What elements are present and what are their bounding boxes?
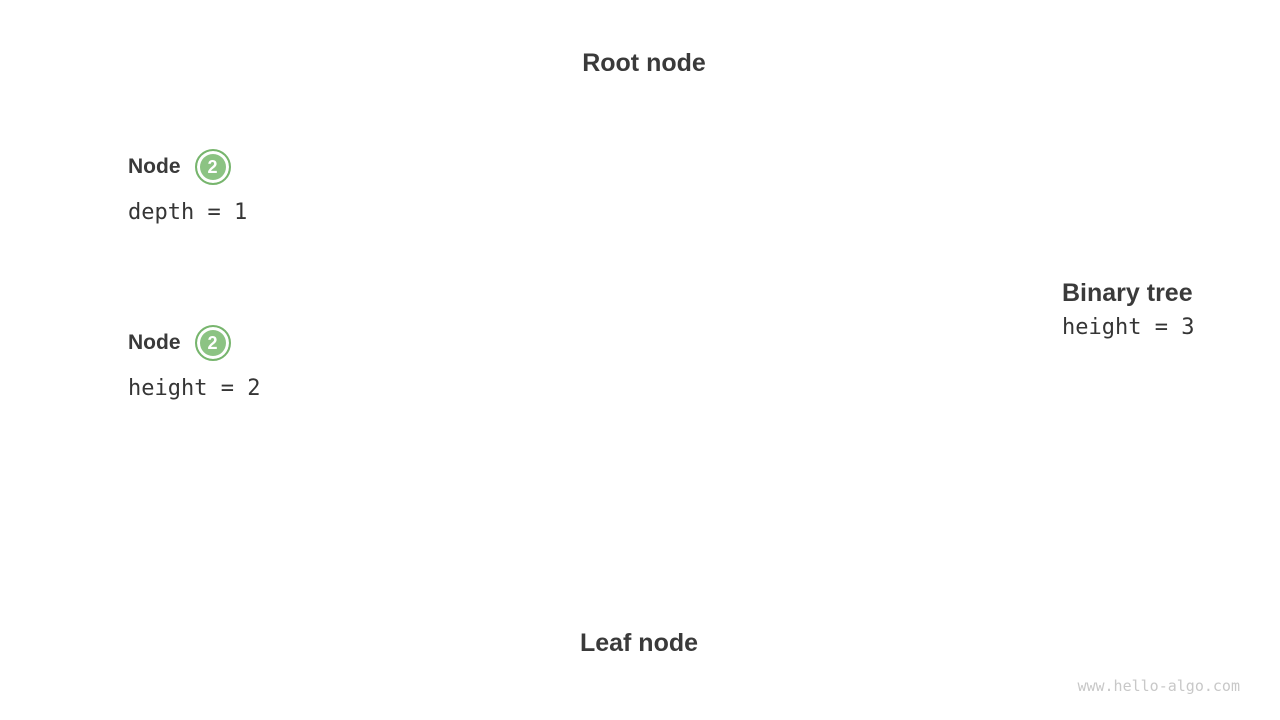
- annotation-binary-tree-height: Binary tree height = 3: [1062, 278, 1194, 340]
- leaf-node-label: Leaf node: [579, 629, 699, 657]
- root-node-label: Root node: [582, 49, 706, 77]
- node-annotation-title: Node: [128, 331, 181, 354]
- tree-height-value-text: height = 3: [1062, 315, 1195, 340]
- node-annotation-title: Node: [128, 155, 181, 178]
- binary-tree-title: Binary tree: [1062, 279, 1193, 307]
- annotation-node-depth: Node 2 depth = 1: [128, 146, 247, 225]
- depth-value-text: depth = 1: [128, 200, 248, 225]
- annotation-node-height: Node 2 height = 2: [128, 322, 260, 401]
- node-badge: 2: [194, 325, 231, 361]
- watermark: www.hello-algo.com: [1077, 677, 1240, 695]
- node-badge: 2: [194, 149, 231, 185]
- height-value-text: height = 2: [128, 376, 261, 401]
